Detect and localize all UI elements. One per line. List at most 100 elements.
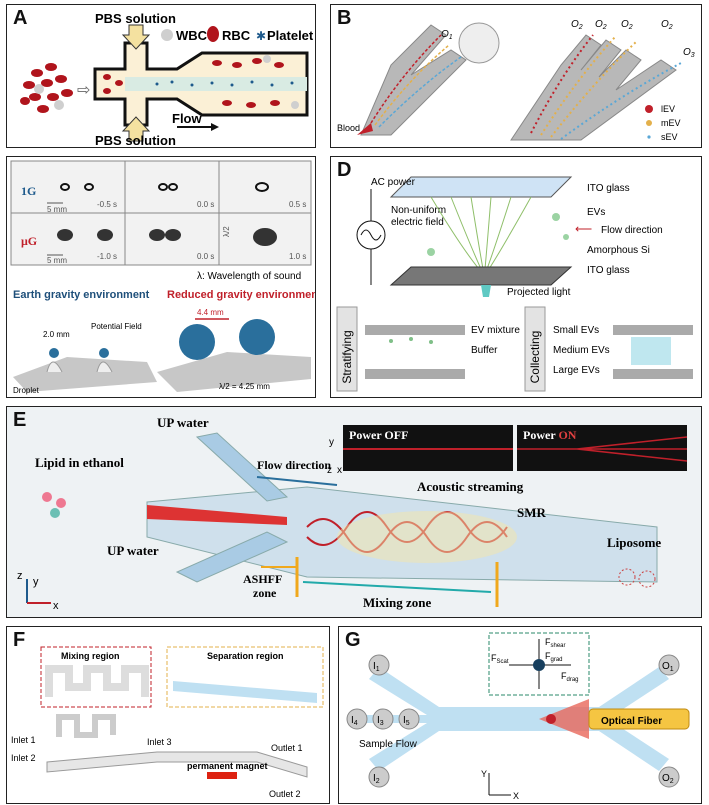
arrow-right-icon: ⇨ (77, 82, 90, 99)
distance-4-4mm: 4.4 mm (197, 308, 224, 317)
axis-y-small: y (329, 437, 334, 448)
f-grad-label: Fgrad (545, 651, 563, 663)
f-shear-label: Fshear (545, 637, 566, 649)
power-on-label: Power ON (523, 428, 577, 442)
panel-g: G Fshear Fgrad FScat Fdrag Optical Fiber… (338, 626, 702, 804)
panel-c: C 1G μG 5 mm 5 mm -0.5 s 0.0 s 0.5 s -1.… (6, 156, 316, 398)
o1-label: O1 (662, 661, 674, 673)
optical-fiber (588, 708, 690, 730)
panel-e: E Power OFF Power ON y x z UP water Lipi… (6, 406, 702, 618)
panel-d-figure: ITO glass AC power Non-uniform electric … (336, 176, 693, 392)
stratifying-label: Stratifying (340, 330, 354, 383)
legend-rbc: RBC (222, 28, 251, 43)
axis-z-small: z (327, 465, 332, 476)
amorphous-si (389, 266, 573, 286)
sev-legend-icon (647, 135, 651, 139)
chip-left (360, 24, 467, 136)
lambda-half-label: λ/2 (222, 226, 231, 237)
f-drag-label: Fdrag (561, 671, 579, 683)
panel-a: A WBC RBC ✱ Platelet ⇨ (6, 4, 316, 148)
panel-d: D ITO glass AC power Non-uniform electri… (330, 156, 702, 398)
platelet-legend-icon: ✱ (256, 29, 266, 43)
outlet-o1 (658, 654, 680, 676)
mixing-zone-glow (337, 511, 517, 563)
legend-sev: sEV (661, 132, 678, 142)
ito-glass-top-label: ITO glass (587, 183, 630, 194)
panel-a-figure: WBC RBC ✱ Platelet ⇨ (20, 11, 314, 147)
lambda-equation: λ/2 = 4.25 mm (219, 382, 270, 391)
inlet-i5 (398, 708, 420, 730)
evs-label: EVs (587, 207, 605, 218)
flow-direction-label: Flow direction (257, 458, 331, 472)
flow-direction-arrow-icon: ⟵ (575, 222, 592, 236)
row-ug-label: μG (21, 234, 37, 248)
panel-e-label: E (13, 409, 27, 431)
panel-d-label: D (337, 159, 352, 181)
pbs-bottom-label: PBS solution (95, 133, 176, 147)
panel-f-figure: Mixing region Separation region permanen… (11, 646, 324, 799)
magnet-label: permanent magnet (187, 761, 268, 771)
panel-g-label: G (345, 629, 361, 651)
panel-c-figure: 1G μG 5 mm 5 mm -0.5 s 0.0 s 0.5 s -1.0 … (10, 160, 315, 395)
panel-b: B Blood O1 O2 O2 O2 O2 O3 lEV mEV sEV (330, 4, 702, 148)
pbs-arrow-bottom-icon (121, 116, 151, 142)
flow-label: Flow (172, 111, 202, 126)
rbc-legend-icon (207, 26, 219, 42)
panel-f: F Mixing region Separation region perman… (6, 626, 330, 804)
power-off-label: Power OFF (349, 428, 408, 442)
panel-b-figure: Blood O1 O2 O2 O2 O2 O3 lEV mEV sEV (337, 19, 695, 142)
i4-label: I4 (351, 715, 358, 727)
axis-x-main: x (53, 600, 59, 612)
o2-label-1: O2 (571, 19, 583, 31)
permanent-magnet (207, 772, 237, 779)
inlet2-label: Inlet 2 (11, 753, 36, 763)
potential-surface-right (157, 352, 311, 392)
nonuniform-label-1: Non-uniform (391, 205, 446, 216)
lev-legend-icon (645, 105, 653, 113)
o2-label-2: O2 (595, 19, 607, 31)
inlet-i1 (368, 654, 390, 676)
panel-g-figure: Fshear Fgrad FScat Fdrag Optical Fiber I… (346, 632, 690, 801)
legend-lev: lEV (661, 104, 675, 114)
axis-y-main: y (33, 576, 39, 588)
ito-glass-top (389, 176, 573, 198)
power-on-image (517, 425, 687, 471)
optical-fiber-label: Optical Fiber (601, 716, 662, 727)
potential-field-label: Potential Field (91, 322, 142, 331)
i5-label: I5 (403, 715, 410, 727)
pbs-top-label: PBS solution (95, 11, 176, 26)
inlet1-label: Inlet 1 (11, 735, 36, 745)
outlet2-label: Outlet 2 (269, 789, 301, 799)
lipid-label: Lipid in ethanol (35, 455, 124, 470)
o3-label: O3 (683, 47, 695, 59)
zoom-bubble (458, 22, 500, 64)
scale-row2: 5 mm (47, 256, 67, 265)
o1-label: O1 (441, 29, 453, 41)
legend-wbc: WBC (176, 28, 208, 43)
i1-label: I1 (373, 661, 380, 673)
ev-mixture-label: EV mixture (471, 325, 520, 336)
axis-x-small: x (337, 465, 342, 476)
blood-inlet-arrow-icon (357, 123, 373, 135)
flow-arrow-icon (211, 123, 219, 131)
wbc-legend-icon (161, 29, 173, 41)
projected-light-label: Projected light (507, 287, 571, 298)
inlet3-label: Inlet 3 (147, 737, 172, 747)
time-r1c2: 0.0 s (197, 200, 214, 209)
up-water-top-label: UP water (157, 415, 209, 430)
mixing-region-label: Mixing region (61, 651, 120, 661)
legend-mev: mEV (661, 118, 681, 128)
projected-light-beam (481, 285, 491, 297)
lipid-stream (147, 505, 287, 525)
amorphous-label: Amorphous Si (587, 245, 650, 256)
o2-label: O2 (662, 773, 674, 785)
sorted-cells (103, 55, 299, 109)
stratifying-tab (336, 306, 358, 392)
large-droplet-2 (239, 319, 275, 355)
up-water-bottom-label: UP water (107, 543, 159, 558)
laser-beam (539, 699, 589, 739)
scale-row1: 5 mm (47, 205, 67, 214)
mixing-zone-arrow (302, 581, 492, 593)
separation-region-box (166, 646, 324, 708)
f-scat-label: FScat (491, 653, 509, 665)
